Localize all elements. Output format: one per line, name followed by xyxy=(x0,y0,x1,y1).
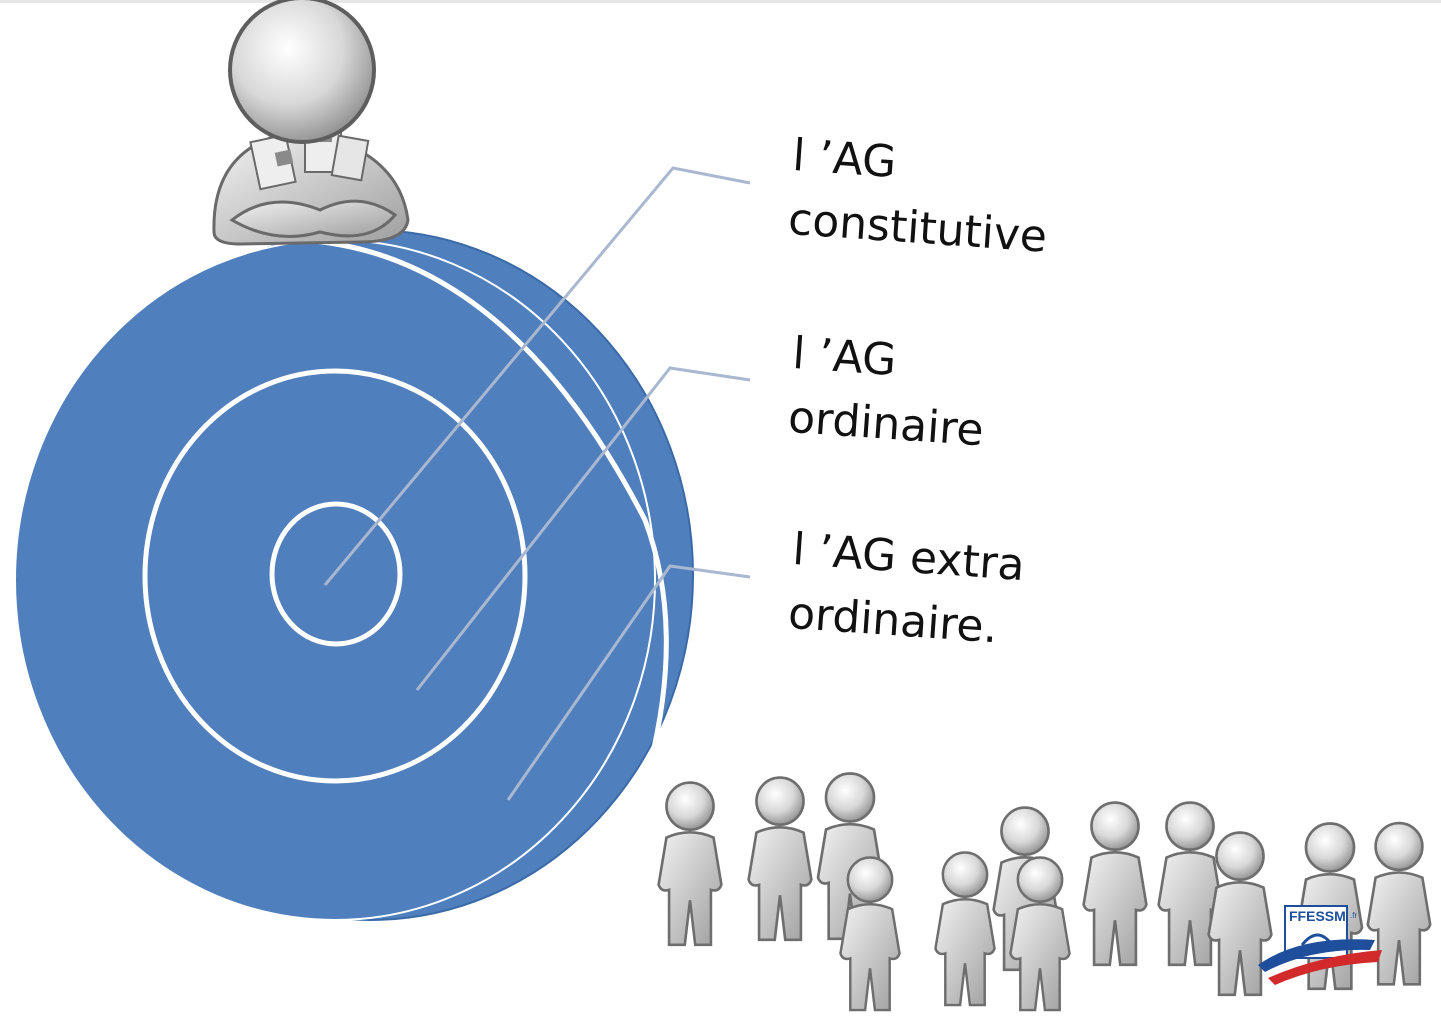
inner-ring xyxy=(269,501,403,647)
logo-text: FFESSM xyxy=(1289,908,1346,924)
leader-line-extra xyxy=(506,564,751,801)
presenter-figure-icon xyxy=(212,0,410,246)
label-ag-extra-ordinaire: l ’AG extra ordinaire. xyxy=(786,518,1027,662)
disc-face xyxy=(14,239,656,921)
leader-line-constitutive xyxy=(323,166,751,586)
middle-ring xyxy=(142,368,528,784)
crowd-figure-icon xyxy=(657,772,1432,1012)
label-ag-constitutive: l ’AG constitutive xyxy=(786,124,1053,270)
label-ag-ordinaire: l ’AG ordinaire xyxy=(786,322,990,463)
logo-suffix: .fr xyxy=(1350,911,1357,920)
label-ag-ordinaire-line2: ordinaire xyxy=(786,391,986,457)
leader-line-ordinaire xyxy=(415,366,751,691)
top-border xyxy=(0,0,1441,3)
ffessm-logo: FFESSM .fr xyxy=(1258,905,1382,985)
